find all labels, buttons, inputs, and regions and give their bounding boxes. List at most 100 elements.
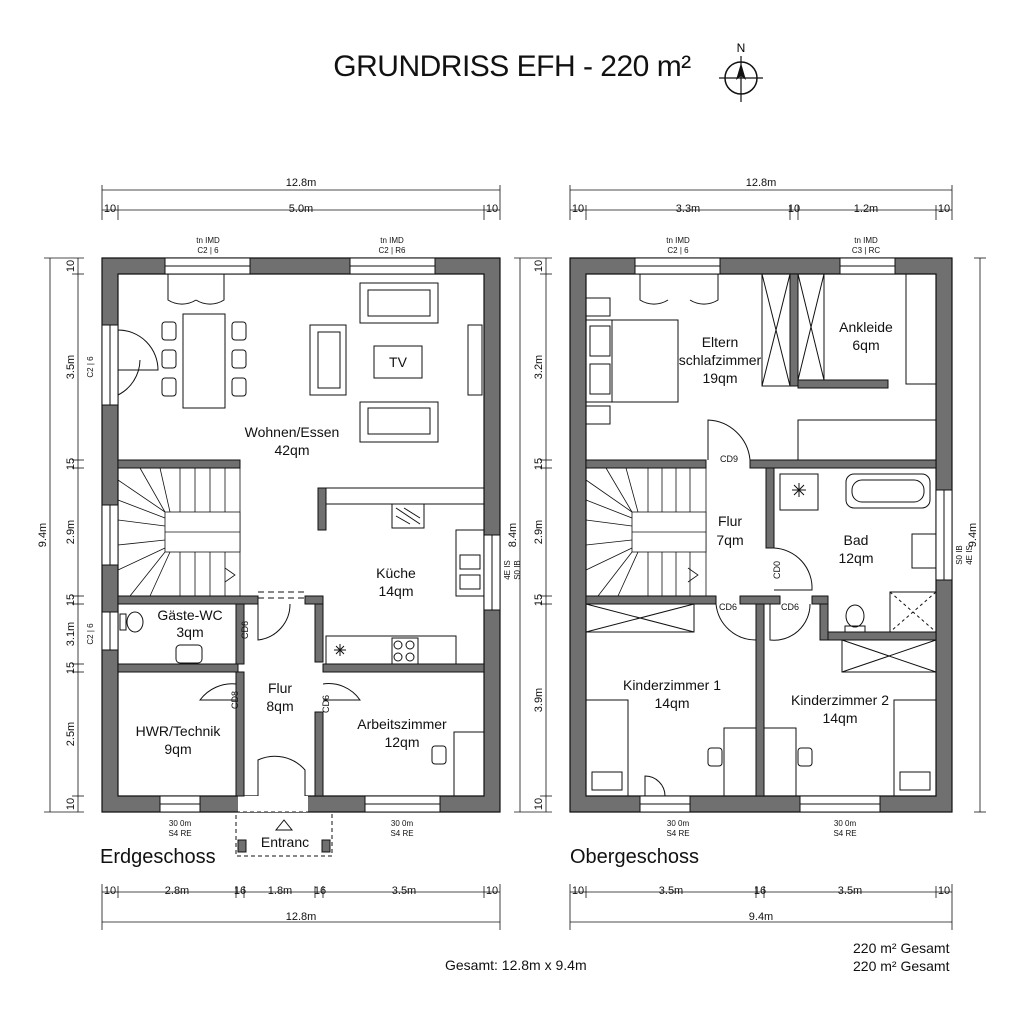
room-name: Bad xyxy=(844,532,869,548)
sofa-icon xyxy=(309,282,483,443)
door-tag: CD6 xyxy=(240,621,250,639)
dim-label: 3.1m xyxy=(65,622,77,646)
room-name: Kinderzimmer 2 xyxy=(791,692,889,708)
dim-label: 10 xyxy=(938,203,950,215)
room-name: HWR/Technik xyxy=(136,723,222,739)
window-tag: S4 RE xyxy=(390,829,413,838)
tv-label: TV xyxy=(389,354,408,370)
dim-label: 3.5m xyxy=(392,885,416,897)
room-area: 9qm xyxy=(164,741,191,757)
dimension-lines xyxy=(44,185,986,930)
door-tag: CD9 xyxy=(720,454,738,464)
dim-label: 10 xyxy=(938,885,950,897)
door-tag: CD0 xyxy=(772,561,782,579)
dim-label: 10 xyxy=(572,203,584,215)
dim-label: 9.4m xyxy=(967,523,979,547)
room-area: 19qm xyxy=(702,370,737,386)
dim-label: 3.5m xyxy=(65,355,77,379)
window-tag: 4E IS xyxy=(503,560,512,580)
wardrobe-icon xyxy=(585,273,937,673)
footer-dimensions: Gesamt: 12.8m x 9.4m xyxy=(445,957,587,973)
dim-label: 10 xyxy=(104,203,116,215)
window-tag: 4E IS xyxy=(965,545,974,565)
dim-label: 10 xyxy=(486,885,498,897)
window-tag: C2 | R6 xyxy=(379,246,407,255)
room-name: Arbeitszimmer xyxy=(357,716,447,732)
entrance-marker xyxy=(235,811,333,857)
dim-label: 16 xyxy=(314,885,326,897)
room-name-2: schlafzimmer xyxy=(679,352,762,368)
window-tag: S0 IB xyxy=(955,545,964,565)
dim-label: 3.5m xyxy=(659,885,683,897)
kitchen-counter xyxy=(325,487,485,665)
room-name: Eltern xyxy=(702,334,739,350)
dim-label: 15 xyxy=(65,458,77,470)
room-area: 12qm xyxy=(384,734,419,750)
window-tag: tn IMD xyxy=(666,236,690,245)
door-tag: CD6 xyxy=(781,602,799,612)
dim-label: 3.5m xyxy=(838,885,862,897)
room-area: 14qm xyxy=(654,695,689,711)
dim-label: 15 xyxy=(533,594,545,606)
dim-label: 15 xyxy=(65,662,77,674)
dim-label: 9.4m xyxy=(749,911,773,923)
compass-label: N xyxy=(737,41,746,55)
window-tag: C2 | 6 xyxy=(86,623,95,645)
room-area: 12qm xyxy=(838,550,873,566)
window-tag: S4 RE xyxy=(168,829,191,838)
floor-label-upper: Obergeschoss xyxy=(570,846,699,868)
window-tag: 30 0m xyxy=(391,819,414,828)
room-area: 8qm xyxy=(266,698,293,714)
dim-label: 16 xyxy=(234,885,246,897)
dim-label: 2.9m xyxy=(533,520,545,544)
window-tag: C2 | 6 xyxy=(667,246,689,255)
room-area: 42qm xyxy=(274,442,309,458)
window-tag: C2 | 6 xyxy=(197,246,219,255)
dim-label: 16 xyxy=(754,885,766,897)
door-tag: CD6 xyxy=(321,695,331,713)
room-name: Flur xyxy=(268,680,292,696)
room-name: Ankleide xyxy=(839,319,893,335)
window-tag: tn IMD xyxy=(380,236,404,245)
room-name: Wohnen/Essen xyxy=(245,424,340,440)
north-arrow-icon: N xyxy=(719,41,763,102)
footer-total: 220 m² Gesamt xyxy=(853,958,950,974)
dim-label: 10 xyxy=(65,798,77,810)
room-name: Flur xyxy=(718,513,742,529)
dim-label: 2.5m xyxy=(65,722,77,746)
dim-label: 1.8m xyxy=(268,885,292,897)
dim-label: 8.4m xyxy=(507,523,519,547)
staircase xyxy=(117,467,241,597)
door-tag: CD8 xyxy=(230,691,240,709)
window-tag: S0 IB xyxy=(513,560,522,580)
dim-label: 10 xyxy=(104,885,116,897)
room-area: 14qm xyxy=(822,710,857,726)
bed-icon xyxy=(585,699,937,797)
footer-total: 220 m² Gesamt xyxy=(853,940,950,956)
dim-label: 10 xyxy=(788,203,800,215)
dim-label: 10 xyxy=(486,203,498,215)
staircase xyxy=(585,467,707,597)
bathtub-icon xyxy=(779,473,937,633)
window-tag: C3 | RC xyxy=(852,246,881,255)
dim-label: 12.8m xyxy=(746,177,777,189)
dim-label: 15 xyxy=(533,458,545,470)
dim-label: 10 xyxy=(533,260,545,272)
dim-label: 3.2m xyxy=(533,355,545,379)
window-tag: 30 0m xyxy=(834,819,857,828)
dim-label: 5.0m xyxy=(289,203,313,215)
upper-floor xyxy=(569,257,953,813)
plan-title: GRUNDRISS EFH - 220 m² xyxy=(333,50,691,83)
dim-label: 2.9m xyxy=(65,520,77,544)
window-tag: 30 0m xyxy=(667,819,690,828)
dim-label: 10 xyxy=(533,798,545,810)
room-area: 14qm xyxy=(378,583,413,599)
room-area: 7qm xyxy=(716,532,743,548)
entrance-label: Entranc xyxy=(261,834,309,850)
bed-icon xyxy=(585,297,679,425)
window-tag: tn IMD xyxy=(854,236,878,245)
ground-floor xyxy=(101,257,501,813)
desk-icon xyxy=(707,727,813,797)
window-tag: S4 RE xyxy=(833,829,856,838)
